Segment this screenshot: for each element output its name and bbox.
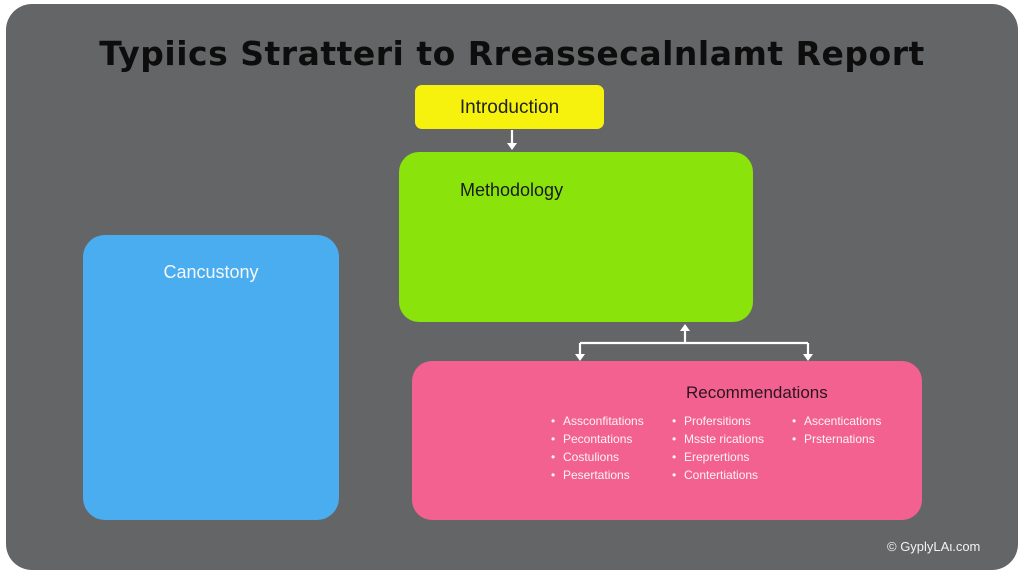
introduction-node: Introduction bbox=[415, 85, 604, 129]
diagram-title: Typiics Stratteri to Rreassecalnlamt Rep… bbox=[99, 34, 925, 73]
recommendations-label: Recommendations bbox=[686, 383, 828, 402]
bullet-item: Costulions bbox=[551, 448, 644, 466]
methodology-node: Methodology bbox=[399, 152, 753, 322]
bullet-item: Assconfitations bbox=[551, 412, 644, 430]
bullet-item: Pecontations bbox=[551, 430, 644, 448]
conclusion-label: Cancustony bbox=[163, 262, 259, 282]
recommendations-column-3: Ascentications Prsternations bbox=[792, 412, 881, 448]
conclusion-node: Cancustony bbox=[83, 235, 339, 520]
bullet-item: Contertiations bbox=[672, 466, 764, 484]
recommendations-column-1: Assconfitations Pecontations Costulions … bbox=[551, 412, 644, 484]
bullet-item: Pesertations bbox=[551, 466, 644, 484]
watermark-text: © GyplyLAι.com bbox=[887, 539, 981, 554]
recommendations-column-2: Profersitions Msste rications Ereprertio… bbox=[672, 412, 764, 484]
bullet-item: Profersitions bbox=[672, 412, 764, 430]
methodology-label: Methodology bbox=[460, 180, 564, 200]
recommendations-node: Recommendations Assconfitations Pecontat… bbox=[412, 361, 922, 520]
bullet-item: Prsternations bbox=[792, 430, 881, 448]
introduction-label: Introduction bbox=[459, 97, 560, 118]
bullet-item: Msste rications bbox=[672, 430, 764, 448]
bullet-item: Ascentications bbox=[792, 412, 881, 430]
bullet-item: Ereprertions bbox=[672, 448, 764, 466]
